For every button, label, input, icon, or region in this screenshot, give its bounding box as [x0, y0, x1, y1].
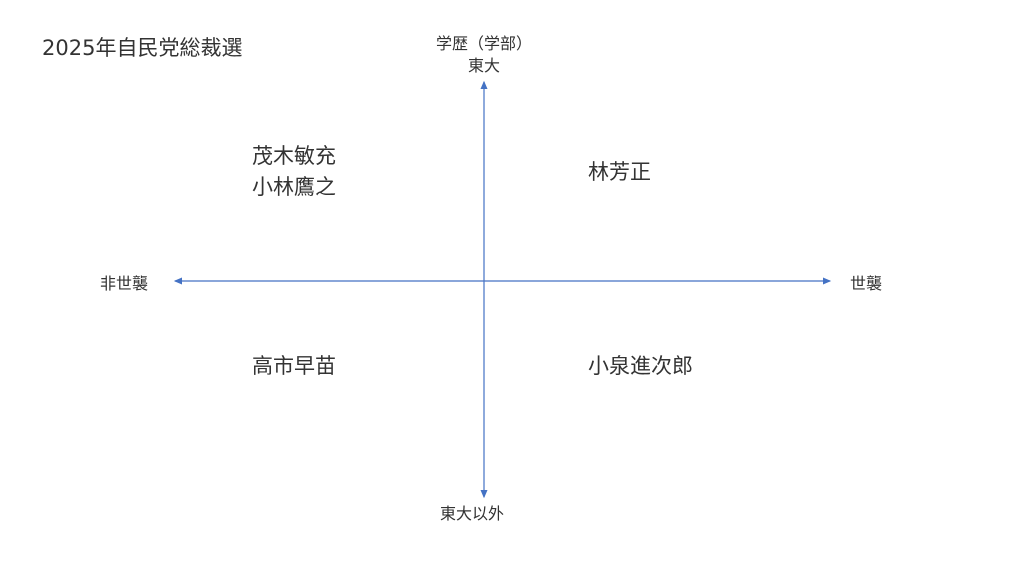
quadrant-top-right: 林芳正 — [588, 157, 651, 188]
candidate-name: 小泉進次郎 — [588, 354, 693, 378]
quadrant-top-left: 茂木敏充 小林鷹之 — [252, 141, 336, 203]
y-axis-bottom-label: 東大以外 — [440, 504, 505, 523]
quadrant-bottom-left: 高市早苗 — [252, 351, 336, 382]
candidate-name: 茂木敏充 — [252, 144, 336, 168]
quadrant-bottom-right: 小泉進次郎 — [588, 351, 693, 382]
diagram-title: 2025年自民党総裁選 — [42, 36, 243, 60]
y-axis-top-label: 学歴（学部） 東大 — [420, 33, 548, 77]
candidate-name: 小林鷹之 — [252, 175, 336, 199]
y-axis-top-label-line1: 学歴（学部） — [435, 34, 532, 53]
candidate-name: 林芳正 — [588, 160, 651, 184]
x-axis-right-label: 世襲 — [850, 274, 883, 293]
y-axis-top-label-line2: 東大 — [467, 56, 500, 75]
candidate-name: 高市早苗 — [252, 354, 336, 378]
x-axis-left-label: 非世襲 — [100, 274, 149, 293]
